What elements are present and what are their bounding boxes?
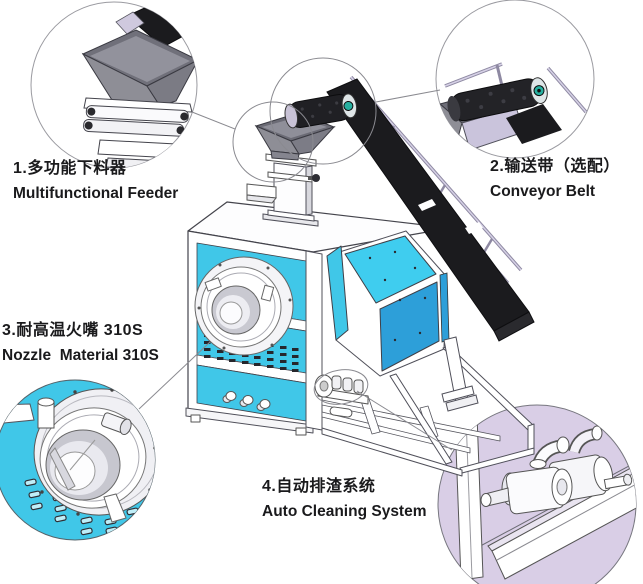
callout-3-zh: 3.耐高温火嘴 310S: [2, 322, 144, 339]
detail-circle-nozzle: [0, 379, 156, 541]
callout-4-zh: 4.自动排渣系统: [262, 478, 376, 495]
detail-circle-conveyor: [435, 0, 595, 159]
callout-4-en: Auto Cleaning System: [262, 503, 427, 520]
machine-body: [185, 201, 535, 477]
conveyor-belt: [284, 75, 535, 412]
support-frame: [321, 345, 535, 477]
callout-3-label: 3.耐高温火嘴 310S Nozzle Material 310S: [2, 323, 159, 364]
callout-3-en: Nozzle Material 310S: [2, 347, 159, 364]
zoom-source-circles: [232, 57, 377, 405]
nozzle-port: [194, 256, 294, 356]
detail-circle-cleaning: [437, 404, 637, 584]
callout-1-zh: 1.多功能下料器: [13, 160, 127, 177]
callout-4-label: 4.自动排渣系统 Auto Cleaning System: [262, 479, 427, 520]
callout-1-label: 1.多功能下料器 Multifunctional Feeder: [13, 161, 178, 202]
auto-cleaning-unit: [314, 374, 369, 418]
callout-2-label: 2.输送带（选配） Conveyor Belt: [490, 159, 620, 200]
head-drum: [284, 93, 358, 129]
front-knobs: [222, 391, 271, 411]
callout-1-en: Multifunctional Feeder: [13, 185, 179, 202]
callout-2-zh: 2.输送带（选配）: [490, 158, 620, 175]
cleaning-motor-front: [480, 466, 573, 515]
detail-circle-feeder: [30, 1, 198, 169]
leader-lines: [138, 89, 453, 451]
callout-2-en: Conveyor Belt: [490, 183, 596, 200]
cleaning-motor-rear: [548, 454, 633, 503]
